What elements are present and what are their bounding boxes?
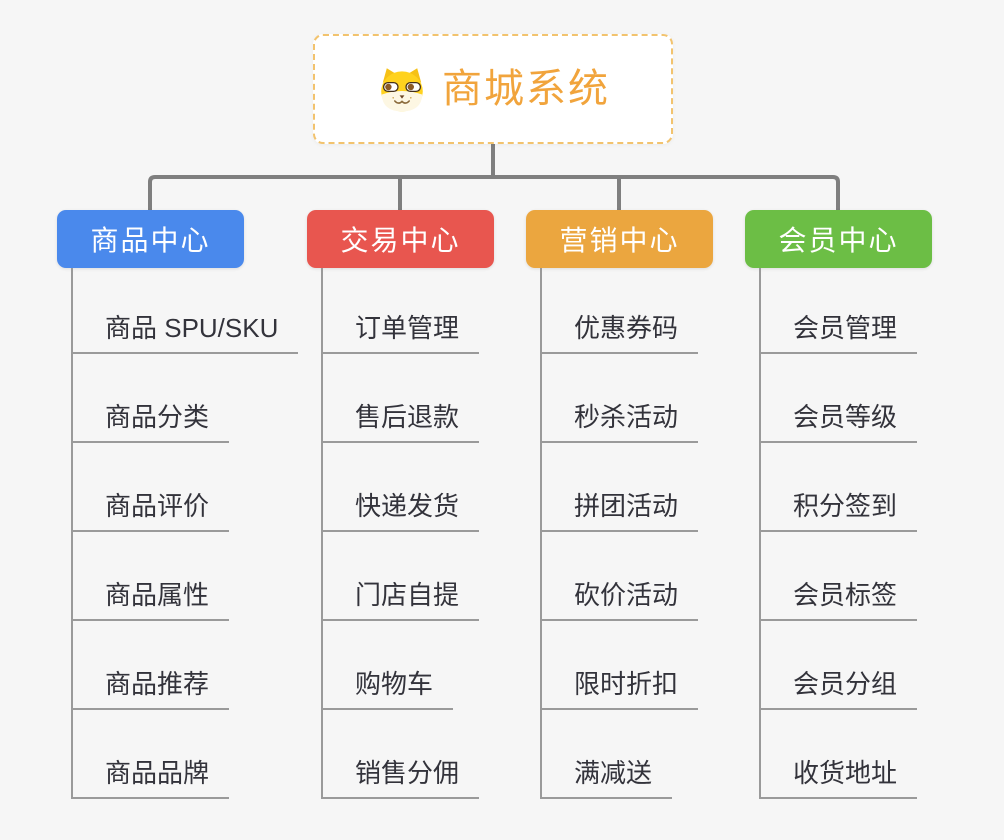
subtopic-item[interactable]: 积分签到 xyxy=(760,486,918,532)
subtopic-item[interactable]: 限时折扣 xyxy=(541,664,699,710)
branch-header-0[interactable]: 商品中心 xyxy=(57,210,244,268)
subtopic-item[interactable]: 砍价活动 xyxy=(541,575,699,621)
subtopic-item[interactable]: 秒杀活动 xyxy=(541,397,699,443)
subtopic-item[interactable]: 门店自提 xyxy=(322,575,480,621)
subtopic-item[interactable]: 快递发货 xyxy=(322,486,480,532)
subtopic-item[interactable]: 售后退款 xyxy=(322,397,480,443)
subtopic-item[interactable]: 商品品牌 xyxy=(72,753,230,799)
branch-rail-line xyxy=(540,268,542,799)
branch-header-3[interactable]: 会员中心 xyxy=(745,210,932,268)
subtopic-item[interactable]: 会员管理 xyxy=(760,308,918,354)
branch-label: 会员中心 xyxy=(778,225,899,256)
subtopic-item[interactable]: 订单管理 xyxy=(322,308,480,354)
subtopic-item[interactable]: 会员等级 xyxy=(760,397,918,443)
branch-header-1[interactable]: 交易中心 xyxy=(307,210,494,268)
subtopic-item[interactable]: 拼团活动 xyxy=(541,486,699,532)
branch-label: 营销中心 xyxy=(559,225,680,256)
subtopic-item[interactable]: 商品推荐 xyxy=(72,664,230,710)
subtopic-item[interactable]: 会员分组 xyxy=(760,664,918,710)
dog-face-icon xyxy=(381,68,423,112)
subtopic-item[interactable]: 购物车 xyxy=(322,664,454,710)
subtopic-item[interactable]: 商品属性 xyxy=(72,575,230,621)
branch-header-2[interactable]: 营销中心 xyxy=(526,210,713,268)
subtopic-item[interactable]: 商品 SPU/SKU xyxy=(72,308,299,354)
branch-label: 商品中心 xyxy=(90,225,211,256)
root-topic-title: 商城系统 xyxy=(442,67,610,111)
subtopic-item[interactable]: 优惠券码 xyxy=(541,308,699,354)
root-topic-node[interactable]: 商城系统 xyxy=(313,34,673,144)
subtopic-item[interactable]: 销售分佣 xyxy=(322,753,480,799)
subtopic-item[interactable]: 满减送 xyxy=(541,753,673,799)
branch-connector-line xyxy=(148,175,840,210)
subtopic-item[interactable]: 商品评价 xyxy=(72,486,230,532)
branch-rail-line xyxy=(759,268,761,799)
subtopic-item[interactable]: 会员标签 xyxy=(760,575,918,621)
branch-rail-line xyxy=(321,268,323,799)
branch-rail-line xyxy=(71,268,73,799)
subtopic-item[interactable]: 商品分类 xyxy=(72,397,230,443)
branch-label: 交易中心 xyxy=(340,225,461,256)
subtopic-item[interactable]: 收货地址 xyxy=(760,753,918,799)
